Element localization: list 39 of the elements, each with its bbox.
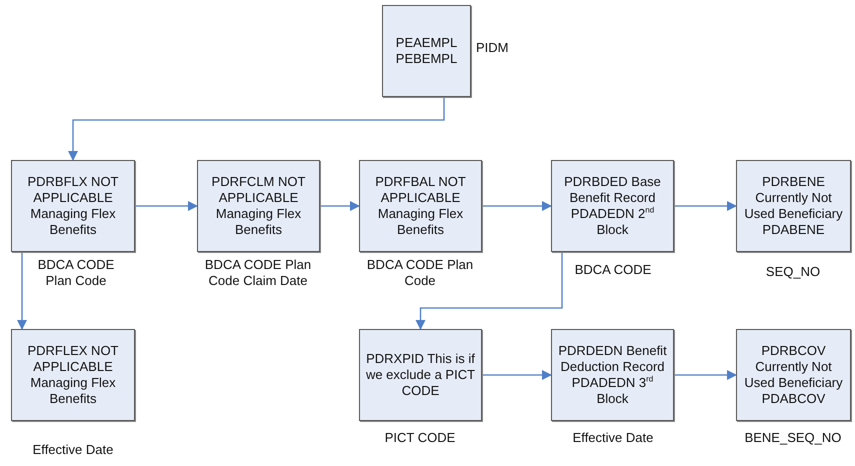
table-box [197,160,320,252]
arrow [68,97,445,161]
arrow [135,201,198,211]
key-field-label: BDCA CODE [574,262,652,278]
table-name: PDRBENE Currently Not Used Beneficiary PDABENE [743,173,844,239]
table-name: PDRFCLM NOT APPLICABLE Managing Flex Benefits [210,173,306,239]
key-field-label: BDCA CODE Plan Code Claim Date [204,257,312,289]
key-field-label: SEQ_NO [764,264,822,280]
key-field-label: PICT CODE [384,430,456,446]
arrow [17,252,27,330]
table-box [359,160,482,252]
table-box [551,160,674,252]
arrow [482,201,552,211]
table-name: PEAEMPL PEBEMPL [394,34,458,68]
key-field-label: BENE_SEQ_NO [744,430,842,446]
key-field-label: Effective Date [572,430,654,446]
table-name: PDRXPID This is if we exclude a PICT CODE [364,350,476,400]
key-field-label: BDCA CODE Plan Code [366,257,474,289]
table-name: PDRBCOV Currently Not Used Beneficiary PDABCOV [743,342,844,408]
arrow [416,252,563,330]
table-name: PDRBFLX NOT APPLICABLE Managing Flex Benefits [26,173,120,239]
table-box [551,329,674,421]
table-box [736,329,851,421]
arrow [482,370,552,380]
table-name: PDRFLEX NOT APPLICABLE Managing Flex Benefits [26,342,120,408]
table-name: PDRDEDN Benefit Deduction Record PDADEDN 3$^{rd}$ Block [557,342,668,408]
key-field-label: PIDM [476,40,510,56]
table-box [736,160,851,252]
table-box [11,160,135,252]
arrow [674,370,737,380]
table-name: PDRBDED Base Benefit Record PDADEDN 2$^{nd}$ Block [563,173,662,239]
table-box [11,329,135,421]
arrow [320,201,360,211]
arrow [674,201,737,211]
key-field-label: BDCA CODE Plan Code [36,257,116,289]
table-box [382,5,471,97]
key-field-label: Effective Date [32,442,114,458]
table-name: PDRFBAL NOT APPLICABLE Managing Flex Benefits [374,173,467,239]
table-box [359,329,482,421]
